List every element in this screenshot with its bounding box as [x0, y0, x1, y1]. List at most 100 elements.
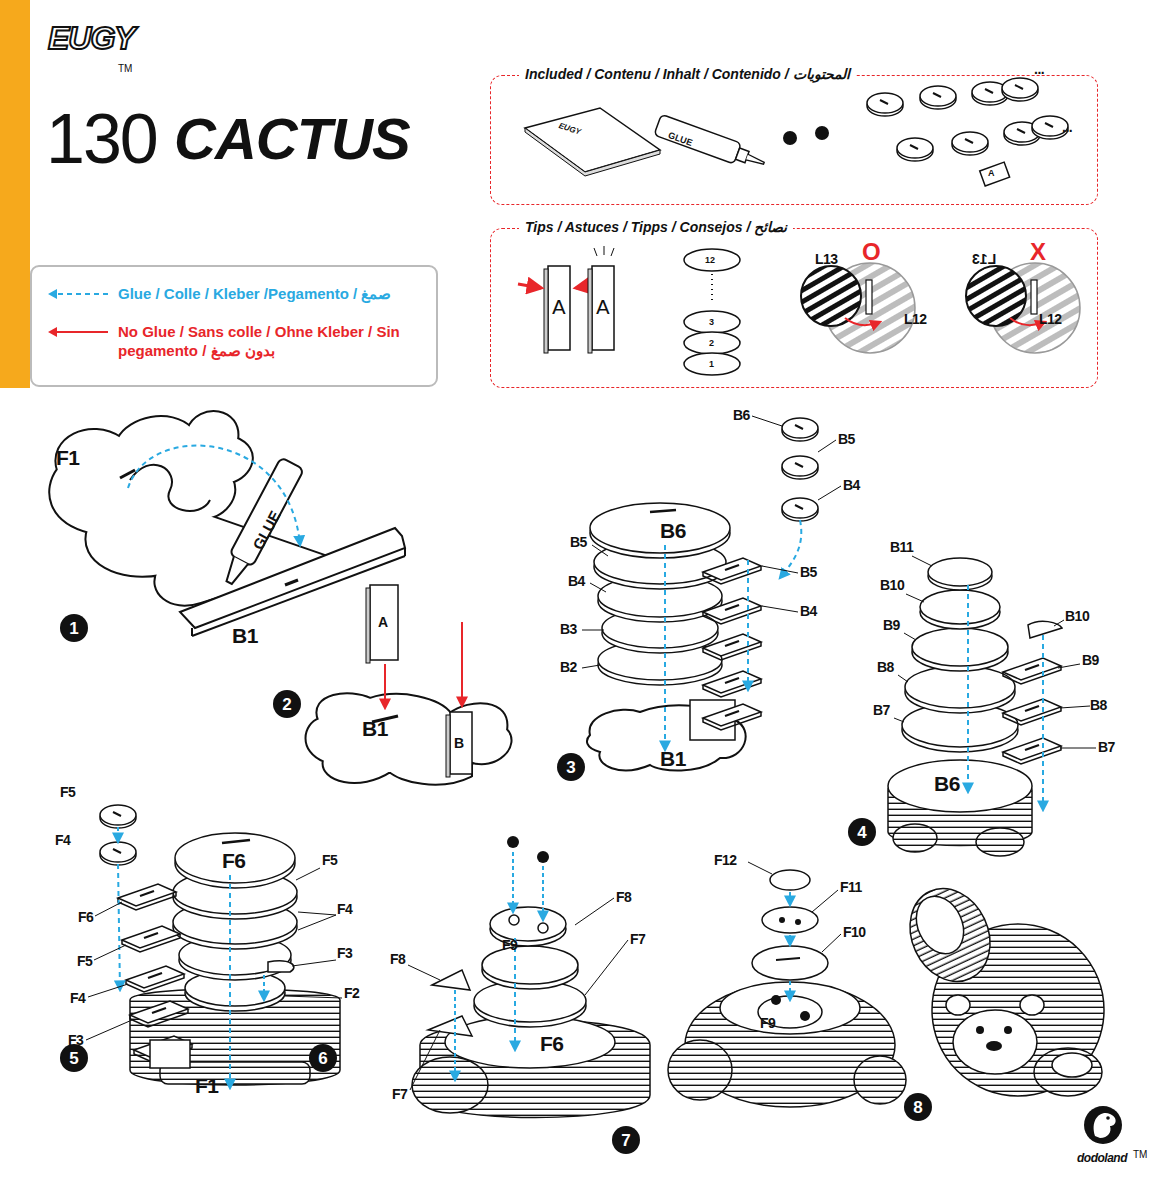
- part-label: F6: [222, 850, 246, 871]
- part-label: B6: [660, 520, 686, 541]
- legend-sample: [46, 323, 110, 341]
- part-label: F5: [322, 853, 337, 867]
- part-label: B6: [733, 408, 750, 422]
- part-label: A: [988, 169, 995, 178]
- part-label: B7: [1098, 740, 1115, 754]
- part-label: dodoland: [1077, 1152, 1127, 1164]
- part-label: F1: [195, 1075, 219, 1096]
- step-number: 7: [621, 1132, 630, 1149]
- part-label: F9: [502, 938, 517, 952]
- part-label: F4: [55, 833, 70, 847]
- part-label: B10: [880, 578, 904, 592]
- part-label: L12: [1039, 312, 1062, 326]
- part-label: TM: [118, 64, 132, 74]
- part-label: B2: [560, 660, 577, 674]
- part-label: F12: [714, 853, 737, 867]
- part-label: B5: [570, 535, 587, 549]
- part-label: B1: [362, 718, 388, 739]
- title-text: CACTUS: [174, 110, 410, 168]
- part-label: EUGY: [48, 22, 135, 54]
- part-label: F11: [840, 880, 862, 894]
- step-number-circle: 4: [848, 818, 876, 846]
- step-number: 6: [318, 1050, 327, 1067]
- part-label: F6: [540, 1033, 564, 1054]
- part-label: F7: [630, 932, 645, 946]
- step-number-circle: 6: [309, 1044, 337, 1072]
- part-label: B4: [843, 478, 860, 492]
- part-label: L13: [815, 252, 838, 266]
- part-label: B4: [800, 604, 817, 618]
- part-label: 130: [46, 104, 157, 174]
- part-label: B: [454, 736, 464, 750]
- part-label: F10: [843, 925, 866, 939]
- step-number-circle: 7: [612, 1126, 640, 1154]
- step-number: 8: [913, 1099, 922, 1116]
- part-label: 2: [709, 339, 714, 348]
- part-label: F3: [337, 946, 352, 960]
- part-label: F2: [344, 986, 359, 1000]
- part-label: B5: [800, 565, 817, 579]
- part-label: F8: [390, 952, 405, 966]
- legend-row: No Glue / Sans colle / Ohne Kleber / Sin…: [46, 323, 418, 361]
- step-number-circle: 2: [273, 690, 301, 718]
- part-label: GLUE: [667, 131, 694, 148]
- part-label: F3: [68, 1033, 83, 1047]
- part-label: F6: [78, 910, 93, 924]
- part-label: A: [596, 297, 610, 317]
- part-label: B4: [568, 574, 585, 588]
- legend-text: Glue / Colle / Kleber /Pegamento / صمغ: [118, 285, 418, 304]
- dashed-panel: Included / Contenu / Inhalt / Contenido …: [490, 75, 1098, 205]
- part-label: F9: [760, 1016, 775, 1030]
- panel-heading: Tips / Astuces / Tipps / Consejos / نصائ…: [519, 220, 793, 234]
- step-number: 1: [69, 620, 78, 637]
- part-label: F4: [70, 991, 85, 1005]
- legend-box: Glue / Colle / Kleber /Pegamento / صمغ No…: [30, 265, 438, 387]
- part-label: F8: [616, 890, 631, 904]
- part-label: B9: [1082, 653, 1099, 667]
- part-label: F7: [392, 1087, 407, 1101]
- part-label: B8: [1090, 698, 1107, 712]
- part-label: O: [862, 240, 881, 264]
- part-label: B3: [560, 622, 577, 636]
- step-number-circle: 8: [904, 1093, 932, 1121]
- step-number-circle: 5: [60, 1044, 88, 1072]
- legend-sample: [46, 285, 110, 303]
- part-label: 12: [705, 256, 715, 265]
- part-label: B5: [838, 432, 855, 446]
- part-label: A: [552, 297, 566, 317]
- part-label: B10: [1065, 609, 1089, 623]
- part-label: L12: [904, 312, 927, 326]
- part-label: 3: [709, 318, 714, 327]
- panel-heading: Included / Contenu / Inhalt / Contenido …: [519, 67, 856, 81]
- part-label: L13: [972, 252, 996, 266]
- step-number-circle: 1: [60, 614, 88, 642]
- part-label: B11: [890, 540, 913, 554]
- part-label: X: [1030, 240, 1046, 264]
- legend-row: Glue / Colle / Kleber /Pegamento / صمغ: [46, 285, 418, 304]
- part-label: F5: [60, 785, 75, 799]
- part-label: A: [378, 615, 388, 629]
- part-label: EUGY: [558, 122, 582, 137]
- part-label: B8: [877, 660, 894, 674]
- dashed-panel: Tips / Astuces / Tipps / Consejos / نصائ…: [490, 228, 1098, 388]
- part-label: GLUE: [250, 508, 283, 552]
- part-label: F4: [337, 902, 352, 916]
- part-label: B6: [934, 773, 960, 794]
- part-label: B1: [660, 748, 686, 769]
- step-number: 5: [69, 1050, 78, 1067]
- part-label: ...: [1062, 120, 1072, 134]
- part-label: 1: [709, 360, 714, 369]
- part-label: F5: [77, 954, 92, 968]
- step-number: 3: [566, 759, 575, 776]
- part-label: F1: [56, 447, 80, 468]
- part-label: B1: [232, 625, 258, 646]
- part-label: B9: [883, 618, 900, 632]
- step-number: 4: [857, 824, 866, 841]
- part-label: B7: [873, 703, 890, 717]
- part-label: TM: [1133, 1150, 1147, 1160]
- part-label: ...: [1034, 62, 1044, 76]
- legend-text: No Glue / Sans colle / Ohne Kleber / Sin…: [118, 323, 418, 361]
- step-number-circle: 3: [557, 753, 585, 781]
- step-number: 2: [282, 696, 291, 713]
